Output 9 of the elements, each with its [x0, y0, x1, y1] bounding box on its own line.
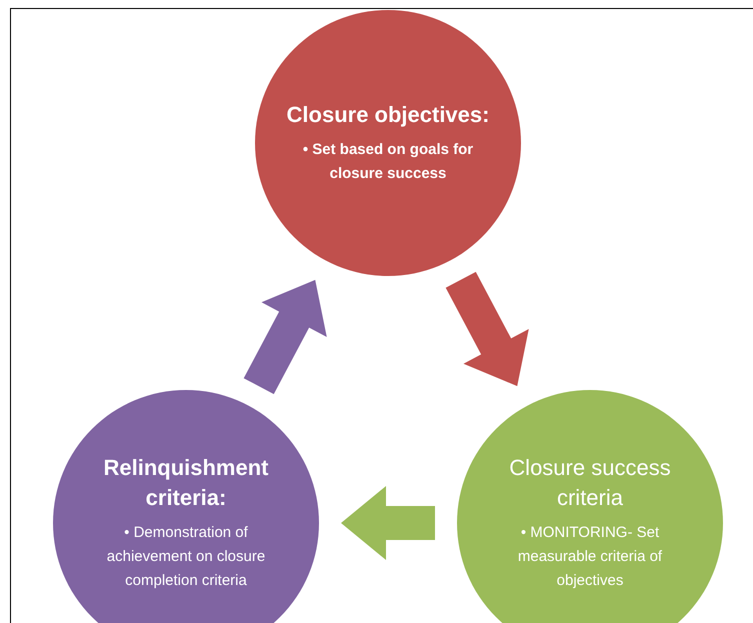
block-arrow [244, 280, 327, 394]
bullet-text: • Demonstration of achievement on closure completion criteria [106, 523, 266, 591]
bullet-text: • MONITORING- Set measurable criteria of objectives [516, 523, 664, 591]
node-heading: Closure objectives: [286, 101, 490, 129]
block-arrow [341, 486, 435, 560]
node-heading: Relinquishment criteria: [102, 454, 270, 512]
node-heading: Closure success criteria [508, 454, 672, 512]
bullet-text: • Set based on goals for closure success [302, 140, 474, 184]
block-arrow [446, 272, 529, 386]
